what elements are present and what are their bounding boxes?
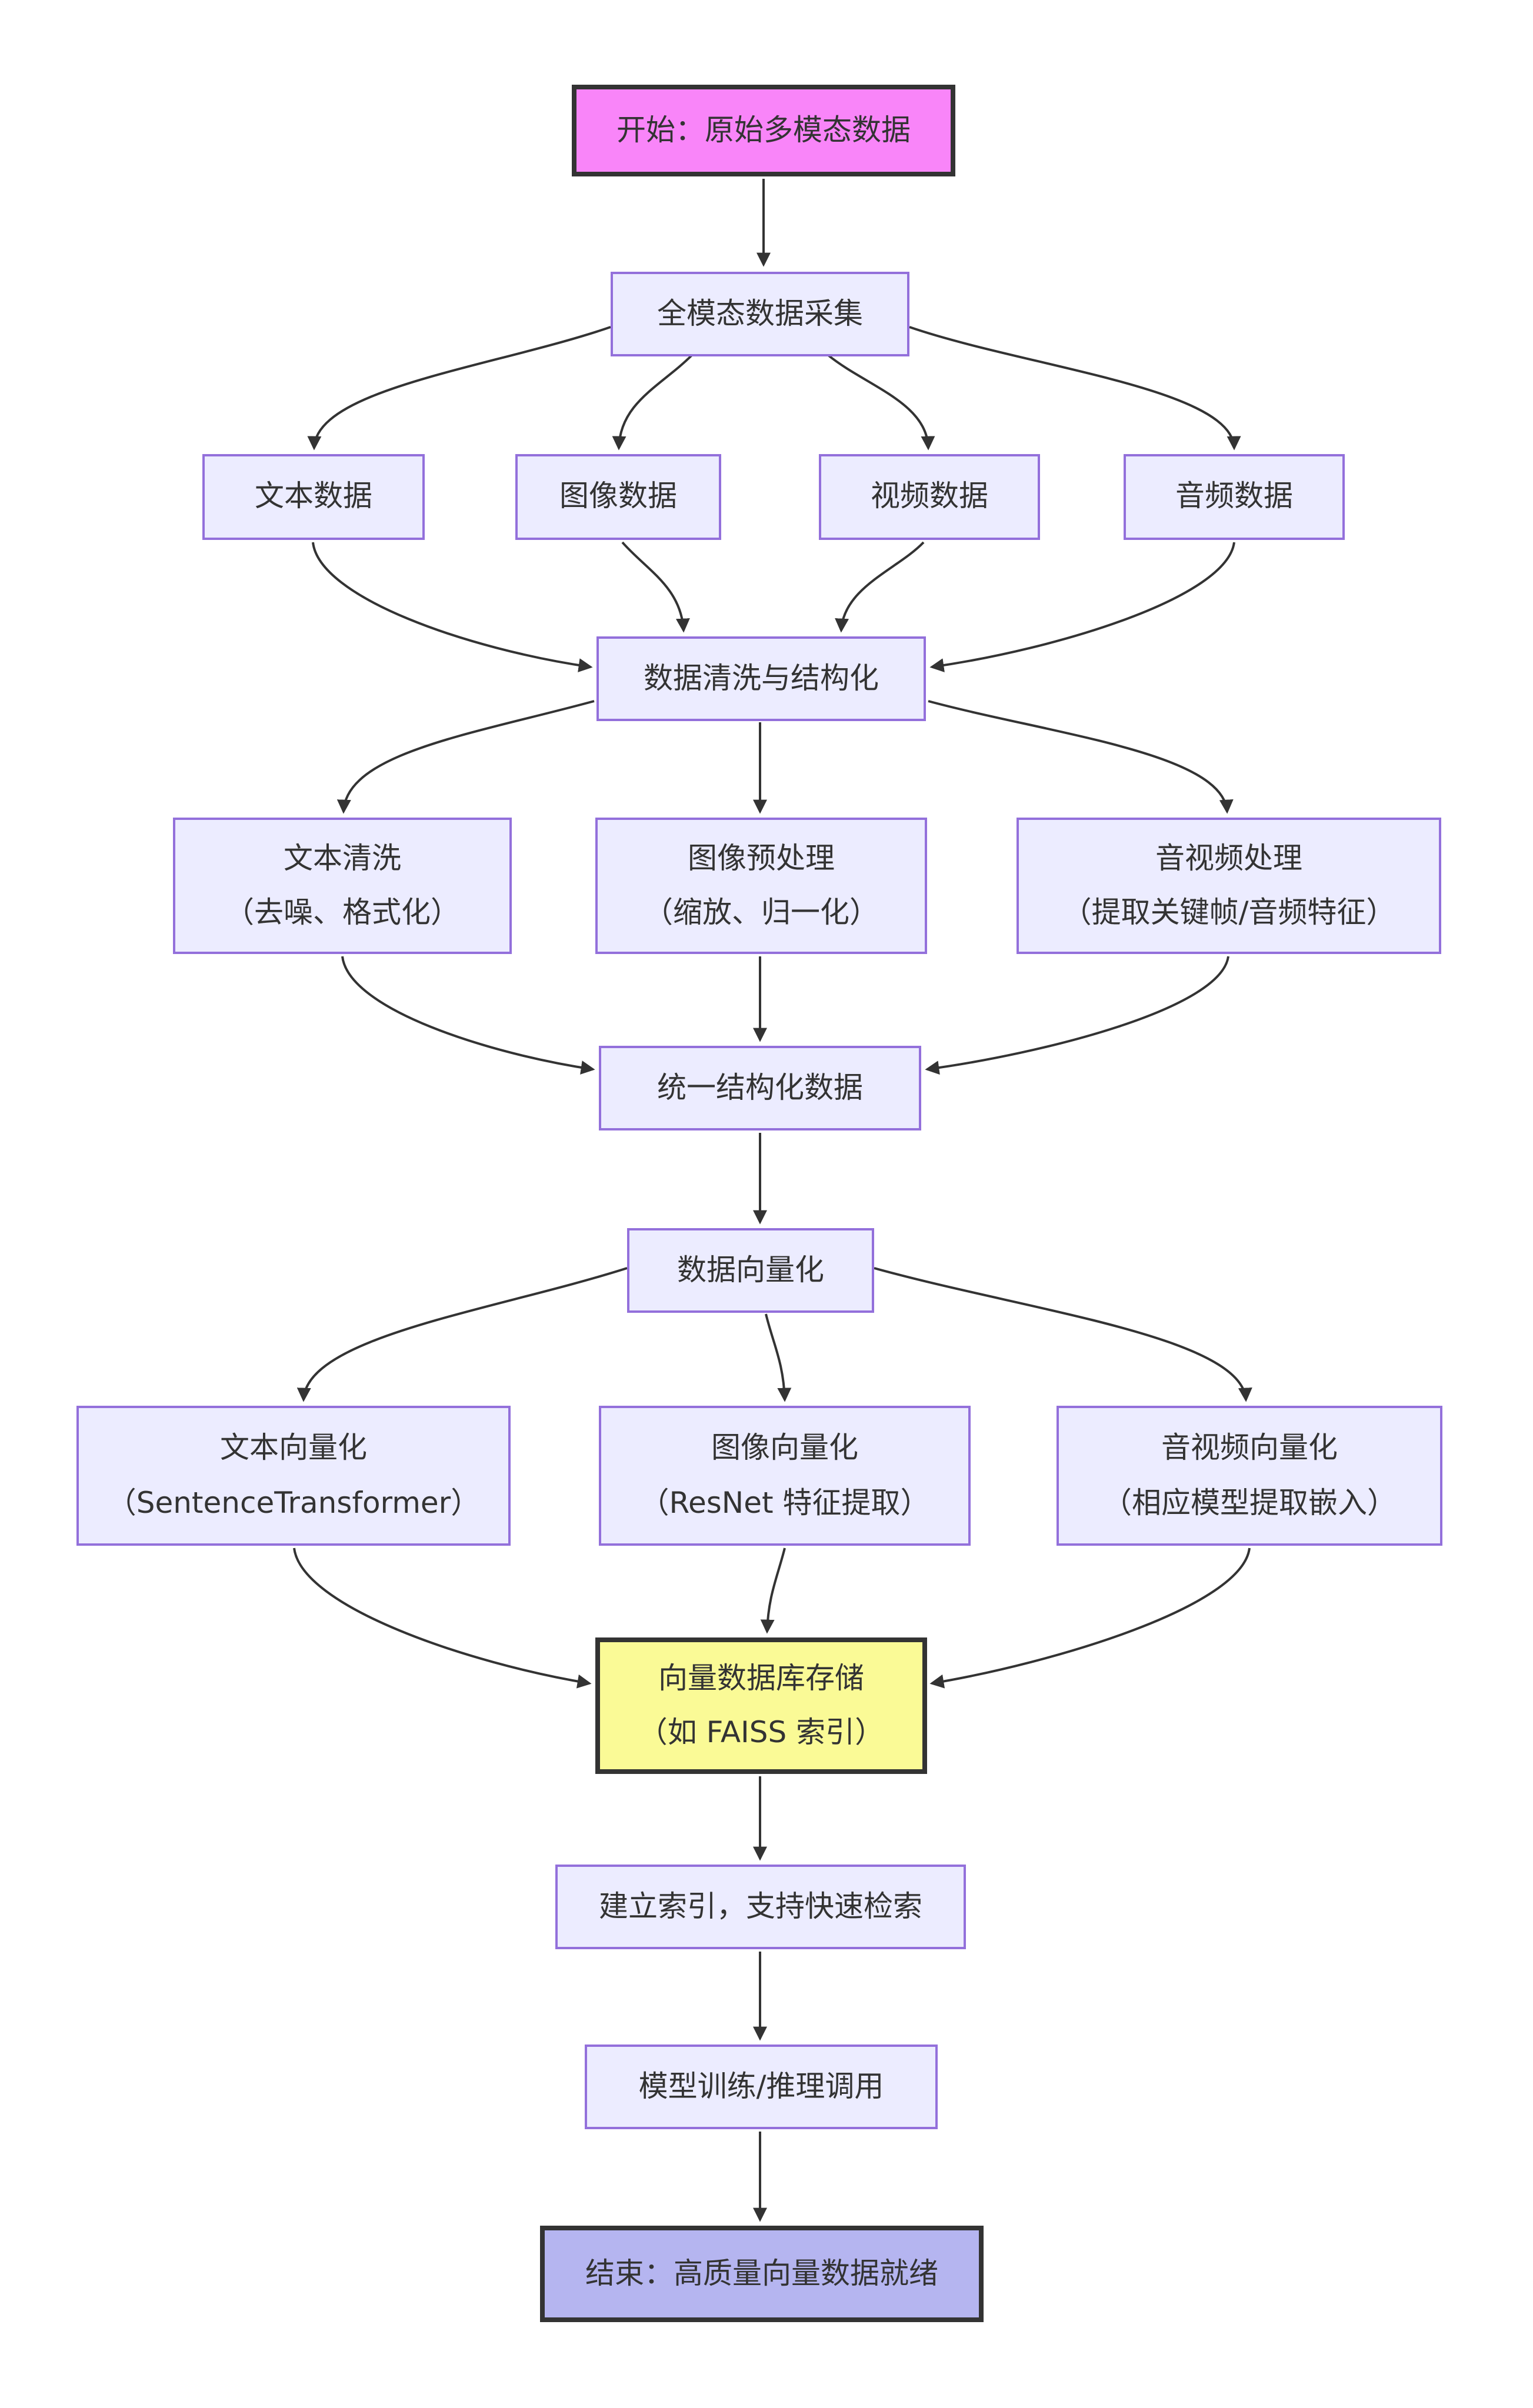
node-train-label: 模型训练/推理调用: [638, 2069, 884, 2103]
edge-av-vec-store: [929, 1547, 1251, 1689]
node-unified: 统一结构化数据: [599, 1046, 921, 1130]
node-image-vec-label: 图像向量化 （ResNet 特征提取）: [639, 1430, 930, 1520]
node-text-clean: 文本清洗 （去噪、格式化）: [173, 818, 512, 954]
node-av-process: 音视频处理 （提取关键帧/音频特征）: [1017, 818, 1441, 954]
node-video-data-label: 视频数据: [870, 479, 988, 513]
node-start-label: 开始：原始多模态数据: [616, 112, 911, 147]
node-unified-label: 统一结构化数据: [656, 1070, 863, 1105]
node-vectorize-label: 数据向量化: [676, 1252, 824, 1287]
edge-vectorize-image-vec: [765, 1313, 792, 1402]
edge-text-clean-unified: [341, 956, 595, 1075]
node-image-pre: 图像预处理 （缩放、归一化）: [595, 818, 927, 954]
node-vectorize: 数据向量化: [627, 1228, 874, 1313]
node-end-label: 结束：高质量向量数据就绪: [585, 2256, 938, 2290]
edge-clean-text-clean: [336, 700, 595, 814]
node-index-label: 建立索引，支持快速检索: [598, 1889, 922, 1923]
node-index: 建立索引，支持快速检索: [555, 1865, 966, 1949]
edge-video-data-clean: [835, 541, 925, 633]
node-av-vec: 音视频向量化 （相应模型提取嵌入）: [1057, 1406, 1442, 1546]
node-clean: 数据清洗与结构化: [596, 636, 926, 721]
node-image-vec: 图像向量化 （ResNet 特征提取）: [599, 1406, 971, 1546]
edge-collect-video-data: [827, 354, 935, 451]
edge-av-process-unified: [925, 956, 1229, 1075]
edge-collect-audio-data: [909, 326, 1241, 451]
node-collect: 全模态数据采集: [611, 272, 909, 356]
node-av-process-label: 音视频处理 （提取关键帧/音频特征）: [1062, 841, 1396, 930]
node-end: 结束：高质量向量数据就绪: [540, 2226, 984, 2322]
edge-collect-text-data: [307, 326, 611, 451]
node-av-vec-label: 音视频向量化 （相应模型提取嵌入）: [1102, 1430, 1397, 1520]
edge-vectorize-av-vec: [874, 1267, 1252, 1402]
node-image-data: 图像数据: [515, 454, 721, 540]
edge-collect-image-data: [612, 354, 693, 451]
node-text-data: 文本数据: [202, 454, 425, 540]
node-store-label: 向量数据库存储 （如 FAISS 索引）: [638, 1660, 885, 1750]
edge-clean-av-process: [928, 700, 1234, 814]
edge-text-vec-store: [293, 1547, 592, 1689]
node-train: 模型训练/推理调用: [585, 2045, 938, 2129]
edge-vectorize-text-vec: [296, 1267, 628, 1402]
node-text-vec: 文本向量化 （SentenceTransformer）: [76, 1406, 511, 1546]
edge-audio-data-clean: [929, 542, 1235, 673]
node-collect-label: 全模态数据采集: [656, 296, 863, 331]
node-text-clean-label: 文本清洗 （去噪、格式化）: [224, 841, 460, 930]
node-image-data-label: 图像数据: [559, 479, 677, 513]
node-audio-data: 音频数据: [1124, 454, 1345, 540]
node-text-data-label: 文本数据: [254, 479, 372, 513]
node-video-data: 视频数据: [819, 454, 1040, 540]
edge-image-data-clean: [621, 541, 690, 633]
node-clean-label: 数据清洗与结构化: [643, 661, 879, 695]
node-store: 向量数据库存储 （如 FAISS 索引）: [595, 1637, 927, 1774]
edge-image-vec-store: [760, 1547, 786, 1634]
node-audio-data-label: 音频数据: [1175, 479, 1293, 513]
node-image-pre-label: 图像预处理 （缩放、归一化）: [643, 841, 879, 930]
edge-text-data-clean: [312, 542, 593, 672]
node-text-vec-label: 文本向量化 （SentenceTransformer）: [106, 1430, 481, 1520]
node-start: 开始：原始多模态数据: [572, 85, 955, 176]
